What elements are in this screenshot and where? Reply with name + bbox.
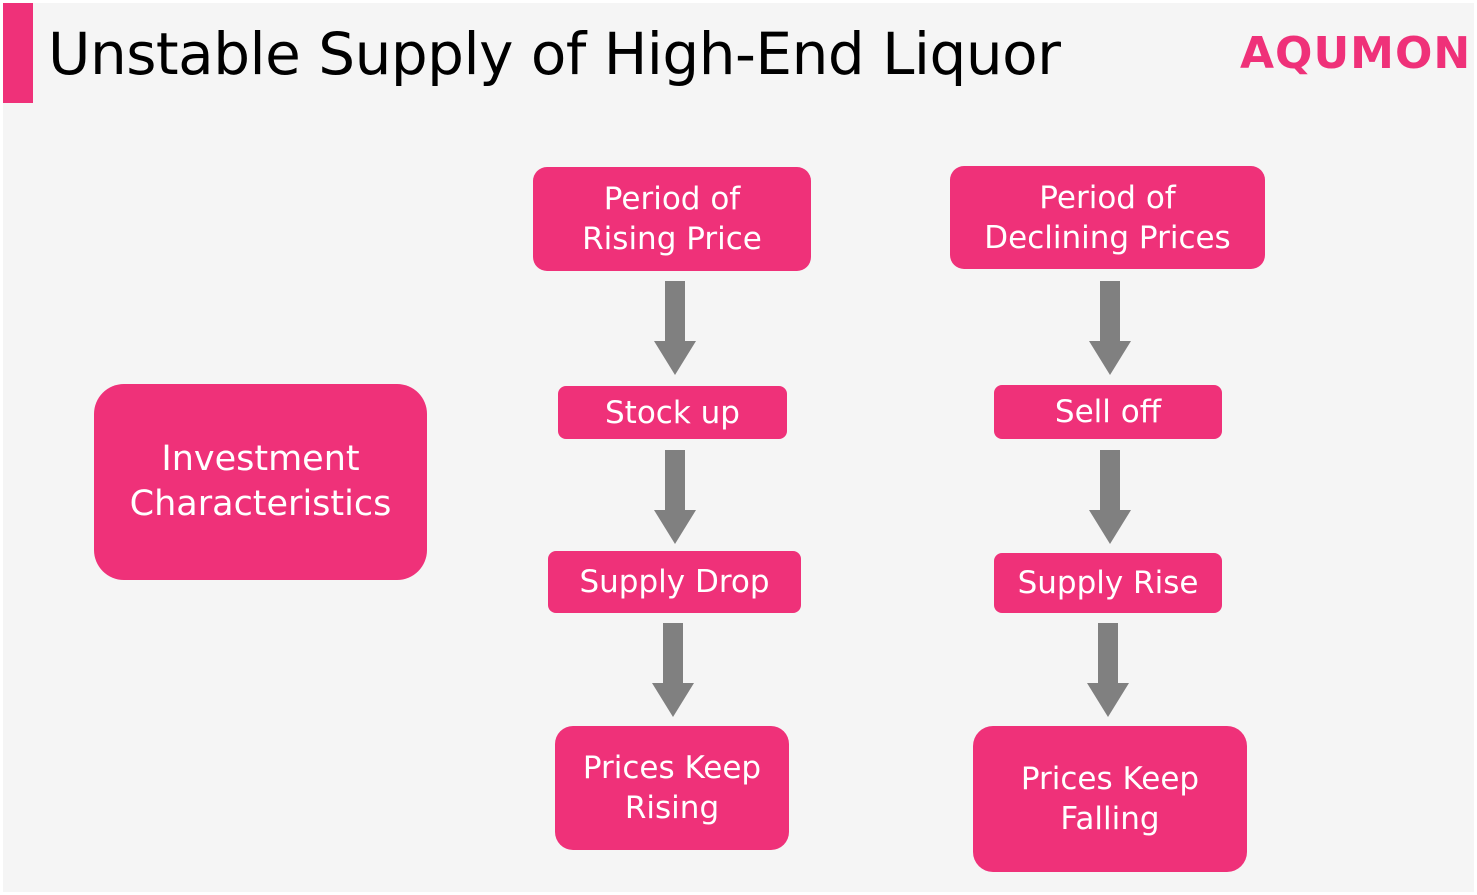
supply-drop-box: Supply Drop bbox=[548, 551, 801, 613]
arrow-down-icon bbox=[654, 450, 696, 544]
arrow-down-icon bbox=[1089, 450, 1131, 544]
arrow-down-icon bbox=[1089, 281, 1131, 375]
box-label-line: Supply Rise bbox=[1017, 565, 1199, 601]
box-label-line: Period of bbox=[1039, 179, 1176, 216]
box-label-line: Investment bbox=[161, 439, 360, 479]
prices-keep-rising-box: Prices Keep Rising bbox=[555, 726, 789, 850]
arrow-down-icon bbox=[652, 623, 694, 717]
declining-period-box: Period of Declining Prices bbox=[950, 166, 1265, 269]
supply-rise-box: Supply Rise bbox=[994, 553, 1222, 613]
slide-title: Unstable Supply of High-End Liquor bbox=[48, 20, 1061, 88]
box-label-line: Prices Keep bbox=[582, 750, 762, 786]
sell-off-box: Sell off bbox=[994, 385, 1222, 439]
arrow-down-icon bbox=[1087, 623, 1129, 717]
box-label-line: Period of bbox=[603, 181, 741, 217]
arrow-down-icon bbox=[654, 281, 696, 375]
box-label-line: Declining Prices bbox=[984, 219, 1231, 256]
rising-period-box: Period of Rising Price bbox=[533, 167, 811, 271]
brand-logo: AQUMON bbox=[1240, 28, 1472, 79]
box-label-line: Falling bbox=[1060, 801, 1160, 837]
box-label-line: Supply Drop bbox=[579, 564, 770, 600]
box-label-line: Rising bbox=[624, 790, 720, 826]
title-accent-bar bbox=[3, 3, 33, 103]
prices-keep-falling-box: Prices Keep Falling bbox=[973, 726, 1247, 872]
stock-up-box: Stock up bbox=[558, 386, 787, 439]
box-label-line: Prices Keep bbox=[1020, 761, 1200, 797]
box-label-line: Stock up bbox=[605, 394, 740, 431]
investment-characteristics-box: Investment Characteristics bbox=[94, 384, 427, 580]
box-label-line: Rising Price bbox=[582, 221, 762, 257]
box-label-line: Characteristics bbox=[129, 484, 392, 524]
box-label-line: Sell off bbox=[1054, 394, 1162, 430]
